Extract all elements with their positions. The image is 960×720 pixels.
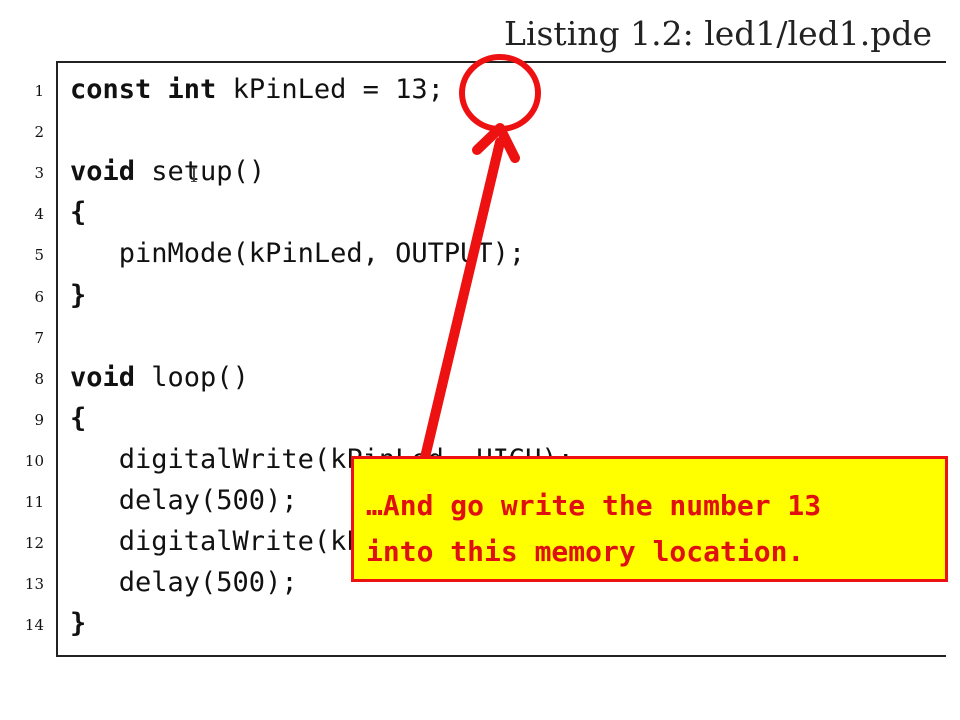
line-number: 3 bbox=[34, 164, 44, 183]
line-number: 4 bbox=[34, 205, 44, 224]
code-line: void setup() bbox=[70, 157, 265, 187]
code-line: { bbox=[70, 402, 87, 434]
callout-box: …And go write the number 13 into this me… bbox=[351, 456, 948, 582]
callout-line-2: into this memory location. bbox=[366, 535, 805, 568]
code-line: delay(500); bbox=[70, 486, 298, 516]
line-number: 7 bbox=[34, 328, 44, 347]
text-cursor-icon: I bbox=[190, 163, 198, 187]
line-number: 1 bbox=[34, 82, 44, 100]
code-keyword: { bbox=[70, 402, 87, 434]
callout-line-1: …And go write the number 13 bbox=[366, 489, 822, 522]
code-text: setup() bbox=[135, 156, 266, 188]
code-keyword: void bbox=[70, 361, 136, 393]
code-keyword: } bbox=[70, 608, 87, 640]
code-text: pinMode(kPinLed, OUTPUT); bbox=[70, 238, 526, 270]
code-keyword: const int bbox=[70, 74, 217, 105]
code-text: kPinLed = 13; bbox=[216, 74, 444, 105]
line-number: 11 bbox=[24, 493, 44, 511]
code-text: delay(500); bbox=[70, 567, 298, 599]
listing-top-rule bbox=[56, 61, 946, 63]
code-keyword: void bbox=[70, 156, 136, 188]
line-number: 5 bbox=[34, 246, 44, 265]
code-line: } bbox=[70, 609, 86, 639]
line-number: 2 bbox=[34, 123, 44, 142]
code-keyword: { bbox=[70, 197, 87, 229]
line-number: 13 bbox=[24, 575, 44, 594]
line-number: 12 bbox=[24, 534, 44, 553]
arrow-shaft bbox=[417, 137, 505, 475]
arrow-head bbox=[472, 123, 520, 163]
line-number: 10 bbox=[24, 451, 44, 470]
line-number: 6 bbox=[34, 287, 44, 306]
code-line: const int kPinLed = 13; bbox=[70, 75, 444, 105]
code-text: delay(500); bbox=[70, 485, 298, 516]
listing-caption: Listing 1.2: led1/led1.pde bbox=[504, 14, 932, 53]
code-line: void loop() bbox=[70, 361, 249, 393]
highlight-circle bbox=[459, 54, 541, 132]
code-text: loop() bbox=[135, 361, 249, 393]
line-number: 9 bbox=[34, 410, 44, 429]
code-line: delay(500); bbox=[70, 568, 298, 598]
code-line: } bbox=[70, 279, 87, 311]
line-number: 14 bbox=[24, 616, 44, 635]
code-line: { bbox=[70, 198, 86, 228]
code-line: pinMode(kPinLed, OUTPUT); bbox=[70, 239, 525, 269]
line-number: 8 bbox=[34, 369, 44, 388]
listing-bottom-rule bbox=[56, 655, 946, 657]
code-keyword: } bbox=[70, 279, 87, 311]
listing-left-rule bbox=[56, 61, 58, 657]
